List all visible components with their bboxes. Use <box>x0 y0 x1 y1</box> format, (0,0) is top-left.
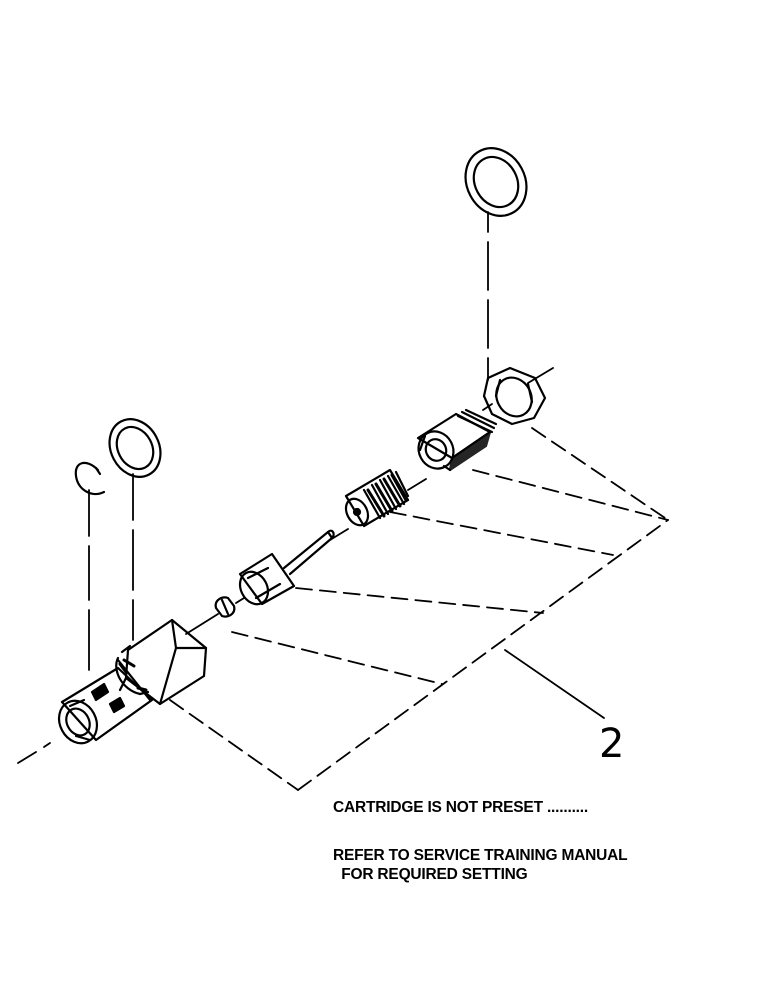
poppet-ball <box>214 596 236 618</box>
poppet-stem <box>238 529 335 606</box>
seal-washer-left <box>108 418 162 478</box>
valve-body <box>57 618 208 745</box>
callout-bracket-lines <box>169 427 669 791</box>
note-line-refer: REFER TO SERVICE TRAINING MANUAL <box>333 847 628 864</box>
note-refer-to-manual: REFER TO SERVICE TRAINING MANUAL FOR REQ… <box>333 846 628 884</box>
vertical-leader-lines <box>88 211 489 671</box>
snap-ring <box>74 461 106 496</box>
lock-nut <box>482 366 547 426</box>
spring <box>344 468 410 528</box>
note-cartridge-not-preset: CARTRIDGE IS NOT PRESET .......... <box>333 799 589 816</box>
seal-washer-top <box>464 147 528 217</box>
note-line-setting: FOR REQUIRED SETTING <box>333 866 528 883</box>
callout-leader-line <box>504 649 605 719</box>
callout-number: 2 <box>599 721 624 767</box>
adjuster-plug <box>416 408 498 472</box>
